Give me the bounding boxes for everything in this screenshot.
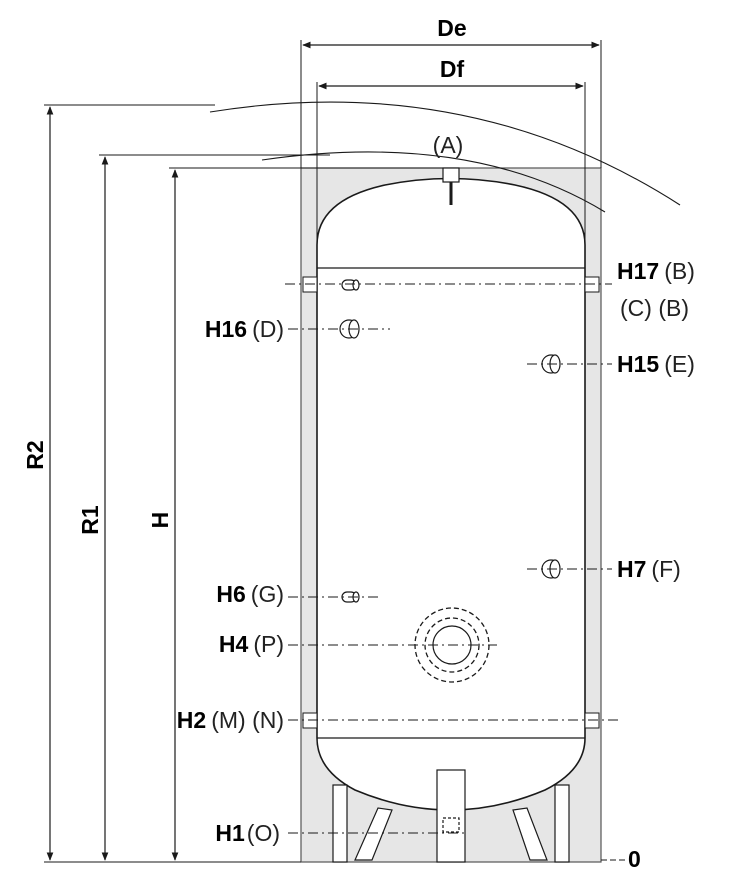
top-fitting [442,167,460,183]
label-df: Df [440,56,465,82]
label-h17: H17(B) [617,258,695,284]
pipe-h17 [341,279,360,291]
tank-feet [332,769,570,863]
label-zero: 0 [628,846,641,872]
code-h4: H4 [219,631,249,657]
tank-body [316,177,586,811]
letter-h1: (O) [247,820,280,846]
label-h6: H6(G) [216,581,284,607]
tilt-arc-r1 [261,151,606,213]
label-a: (A) [433,132,464,158]
label-h4: H4(P) [219,631,284,657]
letter-h16: (D) [252,316,284,342]
code-h17: H17 [617,258,659,284]
letter-h7: (F) [651,556,680,582]
label-h2: H2(M) (N) [177,707,284,733]
label-r1: R1 [77,505,103,535]
label-r2: R2 [22,440,48,469]
label-h1: H1(O) [215,820,280,846]
label-de: De [437,15,466,41]
code-h7: H7 [617,556,646,582]
code-h16: H16 [205,316,247,342]
code-h1: H1 [215,820,245,846]
connection-centre-lines [285,283,620,834]
code-h15: H15 [617,351,659,377]
letter-h4: (P) [253,631,284,657]
letter-h17: (B) [664,258,695,284]
label-h7: H7(F) [617,556,681,582]
code-h2: H2 [177,707,206,733]
letter-h6: (G) [251,581,284,607]
label-c-b: (C) (B) [620,295,689,321]
label-h16: H16(D) [205,316,284,342]
label-h: H [147,512,173,529]
letter-h2: (M) (N) [211,707,284,733]
code-h6: H6 [216,581,245,607]
label-h15: H15(E) [617,351,695,377]
letter-h15: (E) [664,351,695,377]
tilt-arc-r2 [209,101,681,206]
